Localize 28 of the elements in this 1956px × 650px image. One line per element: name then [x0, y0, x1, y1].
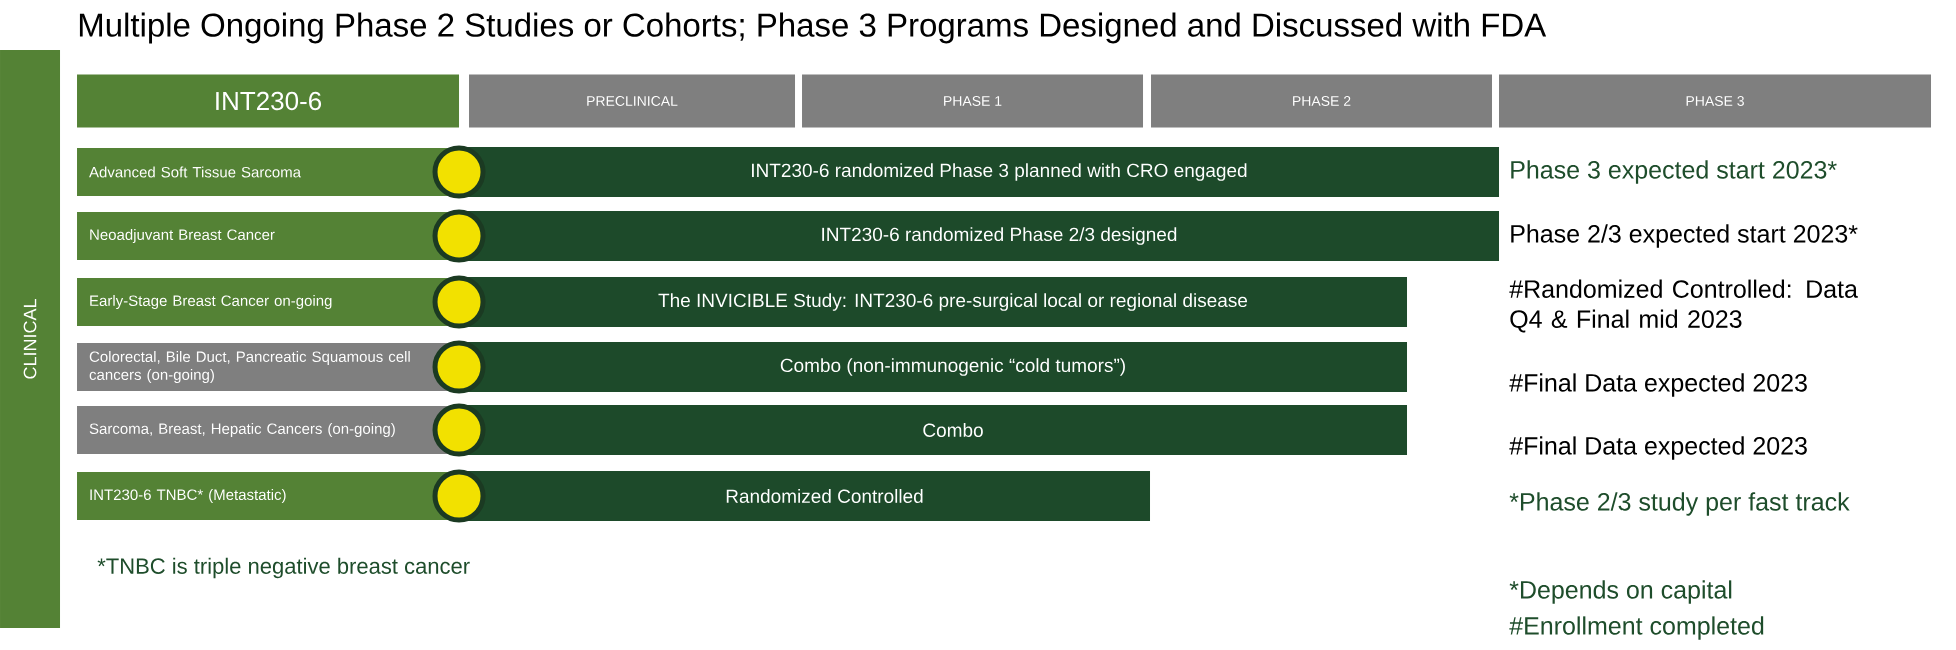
- progress-bar: Combo (non-immunogenic “cold tumors”): [459, 342, 1407, 392]
- phase-header: PHASE 3: [1499, 74, 1931, 128]
- note-text: #Final Data expected 2023: [1509, 373, 1807, 397]
- note-text: *Phase 2/3 study per fast track: [1509, 492, 1850, 516]
- indication-box: Neoadjuvant Breast Cancer: [77, 212, 459, 260]
- progress-bar: Randomized Controlled: [459, 471, 1150, 521]
- indication-box: Colorectal, Bile Duct, Pancreatic Squamous cell cancers (on-going): [77, 343, 459, 391]
- footnote: *TNBC is triple negative breast cancer: [97, 557, 470, 579]
- footnote: #Enrollment completed: [1509, 616, 1764, 640]
- title: Multiple Ongoing Phase 2 Studies or Cohorts; Phase 3 Programs Designed and Discussed with FDA: [79, 12, 1547, 44]
- progress-bar: The INVICIBLE Study: INT230-6 pre-surgical local or regional disease: [459, 277, 1407, 327]
- header-box: INT230-6: [77, 74, 459, 128]
- note-text: #Final Data expected 2023: [1509, 436, 1807, 460]
- indication-box: INT230-6 TNBC* (Metastatic): [77, 472, 459, 520]
- phase-header: PHASE 2: [1151, 74, 1492, 128]
- phase-header: PHASE 1: [802, 74, 1143, 128]
- note-text: #Randomized Controlled: Data Q4 & Final mid 2023: [1509, 279, 1858, 333]
- indication-box: Sarcoma, Breast, Hepatic Cancers (on-going): [77, 406, 459, 454]
- progress-bar: INT230-6 randomized Phase 2/3 designed: [459, 211, 1499, 261]
- progress-bar: INT230-6 randomized Phase 3 planned with CRO engaged: [459, 147, 1499, 197]
- phase-header: PRECLINICAL: [469, 74, 795, 128]
- indication-box: Early-Stage Breast Cancer on-going: [77, 278, 459, 326]
- note-text: Phase 3 expected start 2023*: [1511, 160, 1837, 184]
- footnote: *Depends on capital: [1509, 580, 1732, 604]
- progress-bar: Combo: [459, 405, 1407, 455]
- note-text: Phase 2/3 expected start 2023*: [1511, 224, 1858, 248]
- side-band: CLINICAL: [0, 50, 60, 628]
- indication-box: Advanced Soft Tissue Sarcoma: [77, 148, 459, 196]
